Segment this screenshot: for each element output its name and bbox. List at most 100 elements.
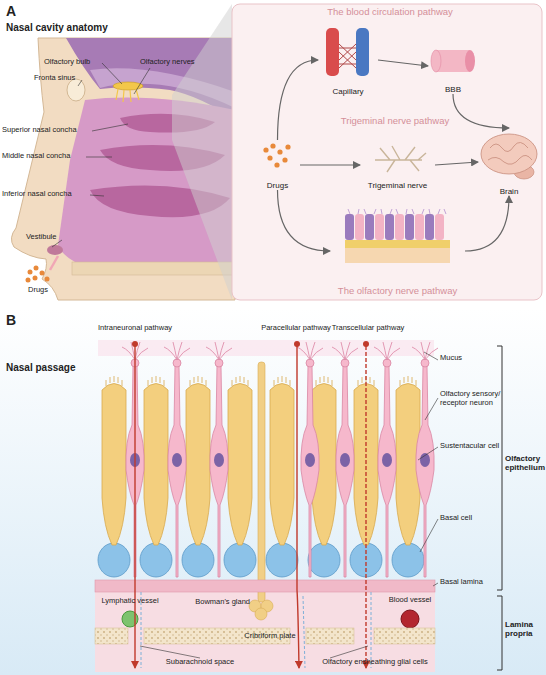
pathway-arrow bbox=[300, 164, 360, 165]
ensheathing-glia-lines bbox=[141, 592, 371, 668]
leader-lines-b bbox=[140, 352, 438, 658]
part-label: Cribriform plate bbox=[225, 632, 315, 641]
drug-dot bbox=[263, 147, 268, 152]
node-label: Drugs bbox=[267, 181, 288, 190]
part-label: Transcellular pathway bbox=[328, 324, 408, 333]
cerebrum bbox=[481, 134, 537, 174]
basal-cell bbox=[98, 543, 130, 577]
drug-dot bbox=[26, 278, 31, 283]
node-label: Brain bbox=[500, 187, 519, 196]
leader-line bbox=[420, 519, 438, 552]
part-label: Basal lamina bbox=[440, 578, 502, 587]
heading-label: Nasal passage bbox=[6, 362, 116, 374]
capillary-mesh bbox=[339, 44, 356, 68]
brain-folds bbox=[488, 142, 532, 164]
part-label: Blood vessel bbox=[375, 596, 445, 605]
part-label: Lymphatic vessel bbox=[90, 597, 170, 606]
basal-cell bbox=[182, 543, 214, 577]
drug-dot bbox=[267, 155, 272, 160]
capillary-icon bbox=[326, 28, 369, 76]
icon-cell bbox=[435, 214, 444, 240]
part-label: Drugs bbox=[28, 286, 68, 295]
pathway-arrow bbox=[378, 60, 428, 66]
leader-line bbox=[330, 646, 368, 658]
part-label: Bowman's gland bbox=[182, 598, 250, 607]
pathway-arrow bbox=[278, 190, 331, 251]
bbb-end bbox=[465, 50, 475, 72]
part-label: Superior nasal concha bbox=[2, 126, 98, 135]
leader-line bbox=[52, 240, 62, 247]
icon-band bbox=[345, 240, 450, 248]
part-label: Inferior nasal concha bbox=[2, 190, 94, 199]
plate-segment bbox=[95, 628, 128, 644]
sustentacular-cell bbox=[228, 376, 252, 545]
lamina-bracket bbox=[497, 596, 502, 670]
pathway-arrow bbox=[453, 94, 509, 128]
drug-dot bbox=[285, 144, 290, 149]
olfactory-neuron bbox=[206, 342, 232, 577]
mucus-layer bbox=[98, 340, 434, 356]
drug-dot bbox=[34, 266, 39, 271]
leader-line bbox=[102, 63, 122, 84]
plate-segment bbox=[306, 628, 354, 644]
basal-cell bbox=[224, 543, 256, 577]
leader-line bbox=[78, 80, 82, 86]
artery-tube bbox=[326, 28, 339, 76]
icon-cell bbox=[365, 214, 374, 240]
palate bbox=[72, 262, 235, 275]
olfactory-epithelium-icon bbox=[345, 209, 450, 263]
drug-dot bbox=[45, 277, 50, 282]
sustentacular-cell bbox=[144, 376, 168, 545]
leader-line bbox=[433, 583, 438, 586]
pathway-node: The olfactory nerve pathway bbox=[330, 205, 465, 297]
part-label: Olfactory nerves bbox=[140, 58, 220, 67]
icon-cell bbox=[345, 214, 354, 240]
icon-cell bbox=[395, 214, 404, 240]
pathway-arrow bbox=[278, 60, 319, 140]
sustentacular-cell bbox=[102, 376, 126, 545]
drug-dots-right bbox=[263, 143, 290, 167]
nostril bbox=[47, 245, 63, 255]
drug-entry-arrow bbox=[50, 256, 58, 270]
part-label: The blood circulation pathway bbox=[290, 7, 490, 18]
leader-line bbox=[425, 398, 438, 420]
basal-cell bbox=[308, 543, 340, 577]
panel-b-background bbox=[0, 308, 546, 675]
sustentacular-cell bbox=[186, 376, 210, 545]
olfactory-neuron bbox=[332, 342, 358, 577]
drug-dots bbox=[26, 266, 50, 283]
icon-base bbox=[345, 248, 450, 263]
bbb-end bbox=[431, 50, 441, 72]
part-label: Intraneuronal pathway bbox=[93, 324, 177, 333]
part-label: Vestibule bbox=[26, 233, 72, 242]
part-label: Subarachnoid space bbox=[150, 658, 250, 667]
drug-dot bbox=[270, 143, 275, 148]
node-label: Capillary bbox=[332, 87, 363, 96]
leader-line bbox=[86, 157, 112, 158]
basal-cell bbox=[266, 543, 298, 577]
pathway-node: BBB bbox=[428, 38, 478, 94]
pathway-lines bbox=[132, 341, 369, 668]
heading-label: Olfactory epithelium bbox=[505, 454, 546, 472]
intraneuronal-line bbox=[134, 346, 135, 668]
bowmans-gland bbox=[249, 600, 273, 620]
part-label: Basal cell bbox=[440, 514, 502, 523]
heading-label: B bbox=[6, 312, 26, 328]
node-label: BBB bbox=[445, 85, 461, 94]
olfactory-neuron bbox=[374, 342, 400, 577]
icon-cell bbox=[415, 214, 424, 240]
drug-dot bbox=[277, 149, 282, 154]
part-label: Olfactory sensory/ receptor neuron bbox=[440, 390, 502, 407]
basal-cell bbox=[140, 543, 172, 577]
leader-line bbox=[418, 447, 438, 460]
icon-cell bbox=[375, 214, 384, 240]
icon-cilia bbox=[348, 209, 446, 214]
part-label: Mucus bbox=[440, 354, 500, 363]
sustentacular-cell bbox=[270, 376, 294, 545]
part-label: Trigeminal nerve pathway bbox=[310, 116, 480, 127]
olfactory-neuron bbox=[297, 342, 323, 577]
node-label: Trigeminal nerve bbox=[368, 181, 427, 190]
